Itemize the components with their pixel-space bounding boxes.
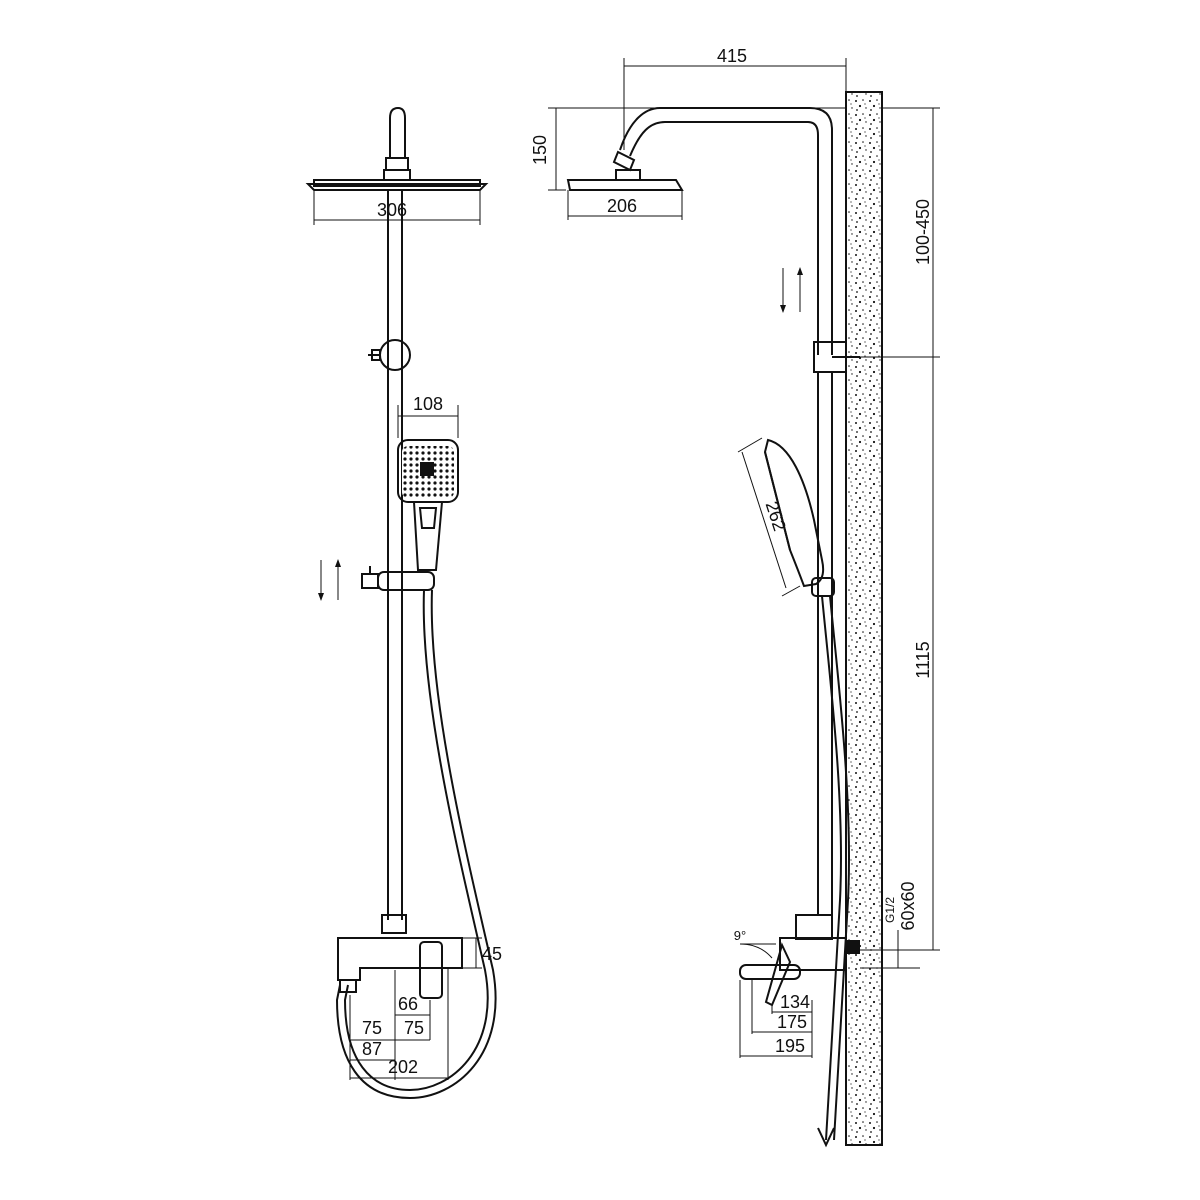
front-hose-inner	[335, 589, 497, 1100]
side-projection-total-label: 195	[775, 1036, 805, 1056]
front-mixer-height-label: 45	[482, 944, 502, 964]
side-head-width-label: 206	[607, 196, 637, 216]
front-slider	[377, 571, 435, 591]
front-rail-base	[381, 914, 407, 934]
side-arm-rise-label: 150	[530, 135, 550, 165]
side-hose-outer	[821, 595, 842, 1141]
front-mixer-body	[337, 937, 463, 981]
front-wall-bracket	[379, 339, 411, 371]
side-spout-angle-label: 9°	[734, 928, 746, 943]
side-bar-height-label: 1115	[913, 641, 933, 678]
side-thread-size-label: G1/2	[883, 897, 897, 923]
side-rail-base	[795, 914, 833, 940]
front-inlet	[339, 979, 357, 993]
side-wall-flange	[846, 940, 860, 954]
front-view: 306 108 45 66 75 75 87 202	[305, 106, 502, 1100]
side-hose-inner	[829, 595, 850, 1141]
front-spout-offset-right-label: 75	[404, 1018, 424, 1038]
side-projection-lever-label: 134	[780, 992, 810, 1012]
side-adjust-range-label: 100-450	[913, 199, 933, 265]
front-mixer-lever	[419, 941, 443, 999]
side-hose-end	[817, 1127, 835, 1148]
front-spout-offset-left-label: 75	[362, 1018, 382, 1038]
side-flange-size-label: 60x60	[898, 881, 918, 930]
front-head-neck	[383, 169, 411, 181]
side-arm-reach-label: 415	[717, 46, 747, 66]
side-handshower	[763, 438, 825, 588]
side-handshower-face	[764, 451, 791, 551]
front-overall-width-label: 202	[388, 1057, 418, 1077]
front-rain-head-body	[313, 179, 481, 187]
front-handshower-handle	[412, 501, 444, 571]
front-rain-head	[305, 183, 489, 191]
front-lever-offset-label: 66	[398, 994, 418, 1014]
side-projection-spout-label: 175	[777, 1012, 807, 1032]
front-handshower-width-label: 108	[413, 394, 443, 414]
front-top-pipe	[389, 106, 406, 158]
front-hose-outer	[343, 589, 489, 1092]
front-dimensions: 306 108 45 66 75 75 87 202	[313, 190, 502, 1080]
side-view: 415 150 206 100-450 1115 262 G1/2 60x60	[530, 46, 940, 1148]
wall-section	[845, 91, 883, 1146]
side-spout	[739, 964, 801, 980]
front-head-width-label: 306	[377, 200, 407, 220]
side-angle-arc	[739, 943, 773, 959]
side-head-neck	[615, 169, 641, 181]
front-handshower-center	[420, 462, 434, 476]
side-rain-arm-outer	[619, 107, 833, 355]
front-bracket-screw	[368, 349, 381, 361]
front-slider-knob	[361, 573, 379, 589]
side-rain-arm-inner	[629, 121, 819, 355]
front-inlet-offset-label: 87	[362, 1039, 382, 1059]
side-rain-head	[566, 179, 684, 191]
side-dimensions: 415 150 206 100-450 1115 262 G1/2 60x60	[530, 46, 940, 1058]
front-handshower-button	[418, 507, 438, 529]
front-swivel-nut	[385, 157, 409, 171]
side-slider	[811, 577, 835, 597]
side-handshower-length-label: 262	[762, 499, 790, 534]
